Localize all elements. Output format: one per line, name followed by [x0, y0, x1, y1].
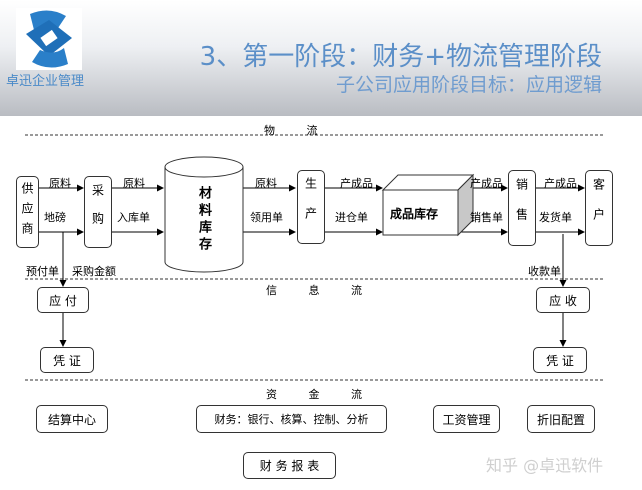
edge-label: 原料 — [49, 177, 71, 190]
watermark: 知乎 @卓迅软件 — [486, 456, 604, 475]
node-financial-reports: 财 务 报 表 — [243, 452, 336, 479]
edge-label: 产成品 — [340, 177, 373, 190]
edge-label: 发货单 — [539, 211, 572, 224]
page-title: 3、第一阶段：财务+物流管理阶段 — [199, 42, 602, 72]
node-supplier: 供应商 — [16, 176, 39, 248]
edge-label: 原料 — [255, 177, 277, 190]
edge-label: 预付单 — [26, 265, 59, 278]
edge-label: 进仓单 — [335, 211, 368, 224]
node-finance: 财务：银行、核算、控制、分析 — [196, 405, 387, 433]
edge-label: 收款单 — [528, 265, 561, 278]
material-stock-cylinder — [164, 156, 244, 273]
node-sales: 销售 — [508, 170, 536, 246]
edge-label: 入库单 — [117, 211, 150, 224]
logistics-flow-label: 物 流 — [264, 124, 332, 137]
edge-label: 产成品 — [470, 177, 503, 190]
node-payroll: 工资管理 — [433, 405, 500, 433]
edge-label: 产成品 — [544, 177, 577, 190]
edge-label: 地磅 — [44, 211, 66, 224]
info-flow-label: 信 息 流 — [266, 284, 376, 297]
node-depreciation: 折旧配置 — [527, 405, 595, 433]
edge-label: 领用单 — [250, 211, 283, 224]
edge-label: 销售单 — [470, 211, 503, 224]
node-purchase: 采购 — [84, 176, 112, 248]
node-voucher-left: 凭 证 — [40, 347, 94, 373]
node-customer: 客户 — [585, 170, 613, 246]
node-settlement-center: 结算中心 — [36, 405, 108, 433]
node-receivable: 应 收 — [536, 287, 590, 313]
company-logo — [16, 8, 82, 70]
node-voucher-right: 凭 证 — [533, 347, 587, 373]
brand-name: 卓迅企业管理 — [6, 74, 85, 89]
page-subtitle: 子公司应用阶段目标：应用逻辑 — [335, 74, 602, 96]
funds-flow-label: 资 金 流 — [266, 388, 376, 401]
node-product-stock: 成品库存 — [390, 207, 439, 221]
product-stock-cube — [381, 173, 475, 237]
header: 卓迅企业管理 3、第一阶段：财务+物流管理阶段 子公司应用阶段目标：应用逻辑 — [0, 0, 642, 116]
node-payable: 应 付 — [37, 287, 89, 313]
node-production: 生产 — [297, 170, 325, 244]
edge-label: 采购金额 — [72, 265, 116, 278]
edge-label: 原料 — [123, 177, 145, 190]
node-material-stock: 材料库存 — [196, 186, 211, 254]
